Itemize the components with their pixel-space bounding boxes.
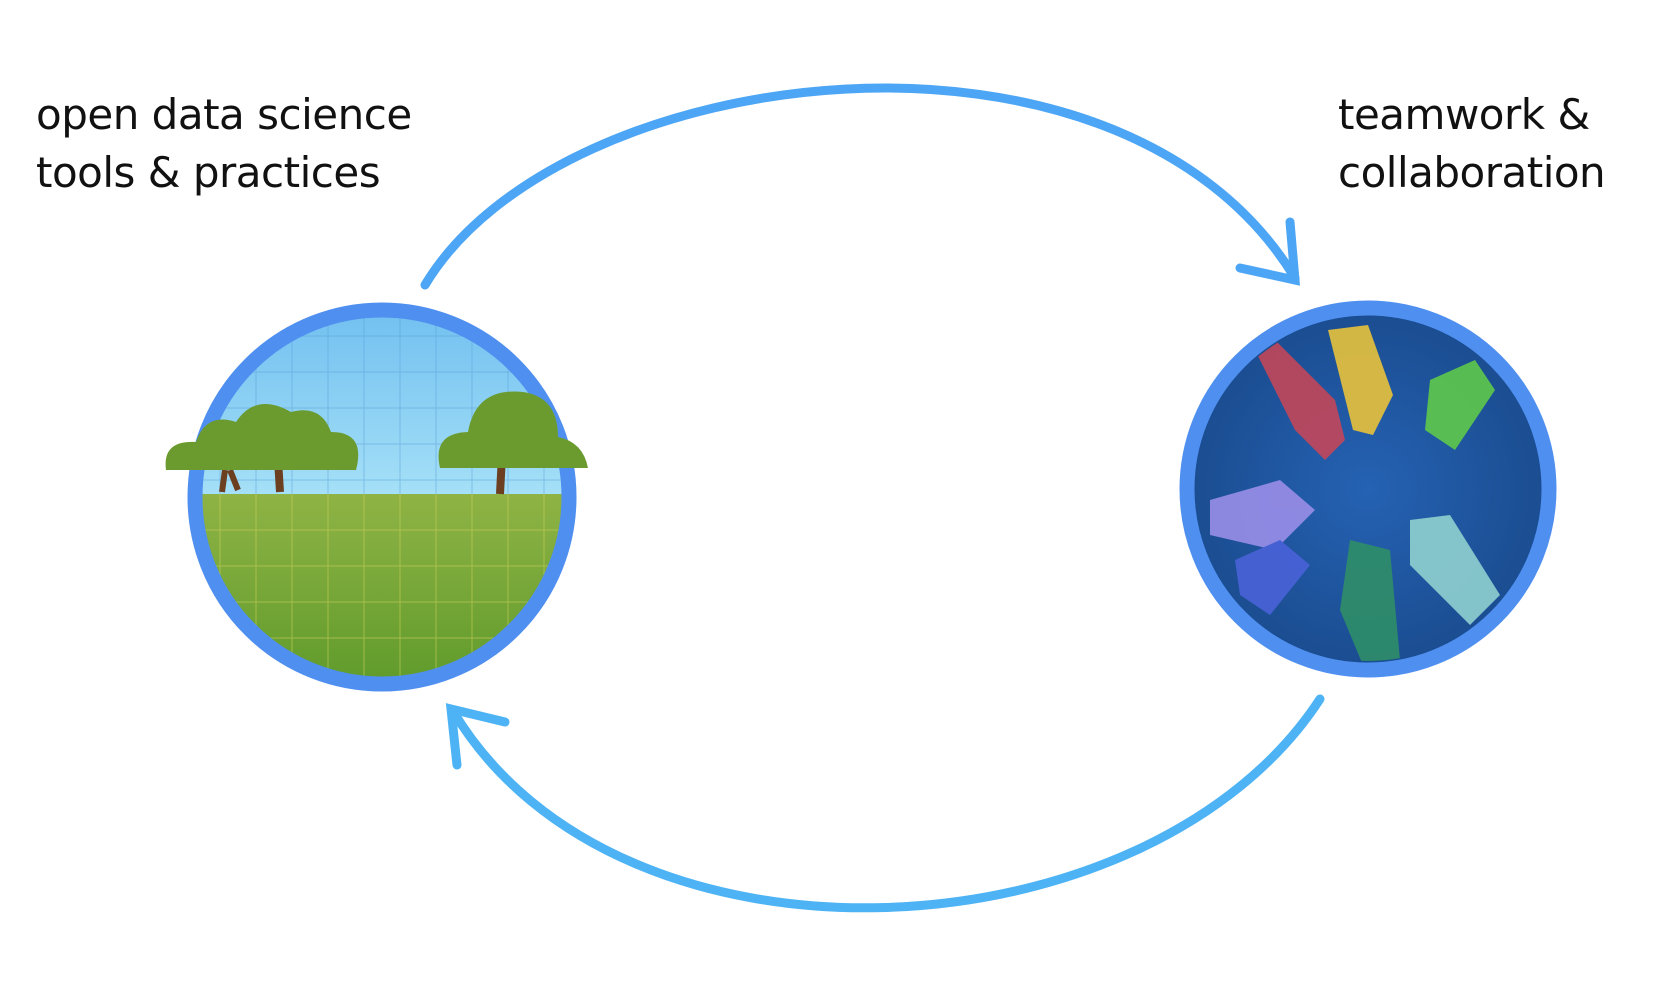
tree-icon [438,391,588,495]
label-line: collaboration [1338,148,1606,197]
node-label-tools: open data science tools & practices [36,86,412,202]
hands-icon [1179,300,1557,678]
node-label-teamwork: teamwork & collaboration [1338,86,1606,202]
label-line: open data science [36,90,412,139]
tree-icon [165,404,359,493]
arrow-teamwork-to-tools [445,694,1325,913]
label-line: tools & practices [36,148,381,197]
label-line: teamwork & [1338,90,1590,139]
landscape-icon [165,302,588,692]
arrow-tools-to-teamwork [420,83,1301,290]
